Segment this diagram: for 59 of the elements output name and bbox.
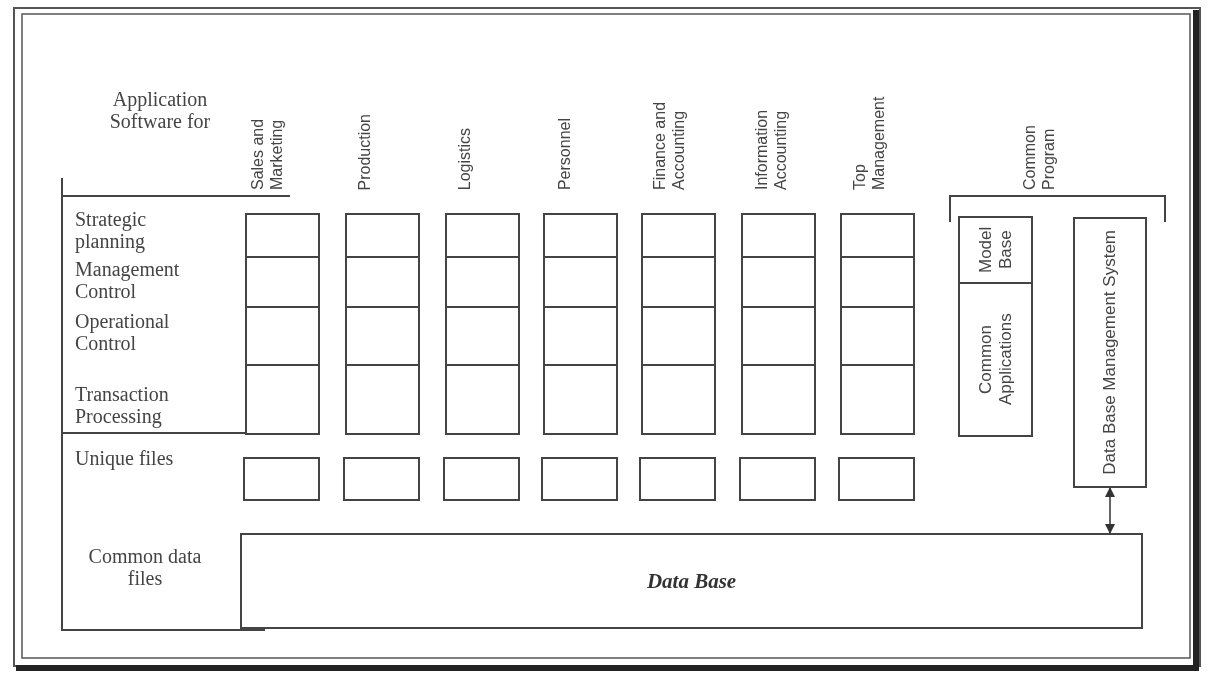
column-header: Top Management — [850, 95, 888, 190]
grid-cell — [741, 256, 816, 308]
dbms-box — [1073, 217, 1147, 488]
row-label: Strategic planning — [75, 208, 148, 252]
grid-cell — [840, 256, 915, 308]
grid-cell — [543, 256, 618, 308]
grid-cell — [838, 457, 915, 501]
row-label: Management Control — [75, 258, 181, 302]
grid-cell — [543, 306, 618, 366]
common-applications-box — [958, 282, 1033, 437]
model-base-box — [958, 216, 1033, 284]
grid-cell — [543, 364, 618, 435]
grid-cell — [840, 364, 915, 435]
grid-cell — [641, 213, 716, 258]
grid-cell — [739, 457, 816, 501]
row-label: Common data files — [87, 545, 203, 589]
database-box — [240, 533, 1143, 629]
grid-cell — [445, 306, 520, 366]
grid-cell — [445, 256, 520, 308]
grid-cell — [345, 364, 420, 435]
grid-cell — [245, 364, 320, 435]
grid-cell — [343, 457, 420, 501]
column-header: Common Program — [1020, 124, 1058, 190]
grid-cell — [641, 256, 716, 308]
column-header: Logistics — [455, 127, 474, 190]
grid-cell — [641, 364, 716, 435]
grid-cell — [345, 306, 420, 366]
node-label: Common Applications — [975, 312, 1016, 408]
column-header: Sales and Marketing — [248, 117, 286, 190]
column-header: Production — [355, 113, 374, 190]
grid-cell — [443, 457, 520, 501]
grid-cell — [741, 306, 816, 366]
grid-cell — [445, 364, 520, 435]
grid-cell — [639, 457, 716, 501]
double-arrow — [1104, 486, 1116, 535]
row-label: Operational Control — [75, 310, 171, 354]
grid-cell — [840, 306, 915, 366]
column-header: Personnel — [555, 117, 574, 190]
row-label: Application Software for — [108, 88, 212, 132]
grid-cell — [641, 306, 716, 366]
node-label: Data Base — [646, 568, 737, 594]
grid-cell — [840, 213, 915, 258]
column-header: Finance and Accounting — [650, 100, 688, 190]
node-label: Model Base — [975, 225, 1016, 276]
grid-cell — [445, 213, 520, 258]
column-header: Information Accounting — [752, 108, 790, 190]
row-label: Unique files — [75, 447, 175, 469]
grid-cell — [541, 457, 618, 501]
grid-cell — [741, 364, 816, 435]
grid-cell — [741, 213, 816, 258]
grid-cell — [543, 213, 618, 258]
grid-cell — [345, 213, 420, 258]
node-label: Data Base Management System — [1100, 230, 1120, 475]
grid-cell — [245, 256, 320, 308]
grid-cell — [245, 306, 320, 366]
grid-cell — [245, 213, 320, 258]
grid-cell — [345, 256, 420, 308]
row-label: Transaction Processing — [75, 383, 170, 427]
grid-cell — [243, 457, 320, 501]
